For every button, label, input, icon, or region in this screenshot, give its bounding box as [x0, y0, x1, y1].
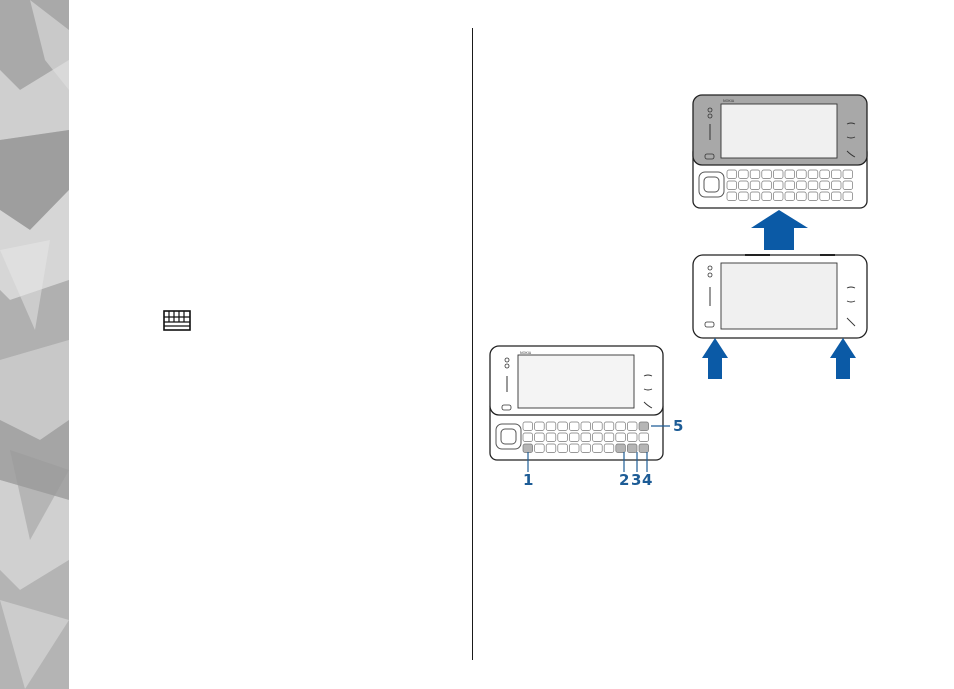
keyboard-key — [523, 444, 533, 453]
keyboard-key — [546, 444, 556, 453]
push-arrow-left — [702, 338, 728, 379]
keyboard-key — [762, 192, 772, 201]
keyboard-key — [546, 433, 556, 442]
keyboard-key — [535, 422, 545, 431]
callout-4: 4 — [642, 471, 652, 489]
keyboard-key — [581, 444, 591, 453]
keyboard-key — [750, 170, 760, 179]
keyboard-key — [593, 444, 603, 453]
brand-logo: NOKIA — [723, 99, 735, 103]
keyboard-key — [546, 422, 556, 431]
keyboard-key — [727, 181, 737, 190]
keyboard-key — [785, 181, 795, 190]
keyboard-key — [843, 170, 853, 179]
keyboard-key — [750, 181, 760, 190]
keyboard-key — [604, 444, 614, 453]
keyboard-key — [558, 444, 568, 453]
keyboard-key — [616, 433, 626, 442]
keyboard-key — [773, 170, 783, 179]
keyboard-key — [762, 170, 772, 179]
keyboard-key — [831, 192, 841, 201]
keyboard-key — [581, 433, 591, 442]
device-open: NOKIA — [693, 95, 867, 208]
keyboard-key — [808, 181, 818, 190]
keyboard-key — [831, 181, 841, 190]
keyboard-key — [843, 192, 853, 201]
keyboard-key — [604, 422, 614, 431]
keyboard-keys — [727, 170, 853, 201]
keyboard-key — [558, 433, 568, 442]
keyboard-key — [593, 422, 603, 431]
keyboard-key — [569, 422, 579, 431]
keyboard-key — [535, 433, 545, 442]
keyboard-key — [785, 170, 795, 179]
keyboard-key — [785, 192, 795, 201]
keyboard-key — [739, 192, 749, 201]
keyboard-key — [797, 181, 807, 190]
device-keyboard-callouts: NOKIA 1 2 3 4 5 — [490, 346, 683, 489]
keyboard-key — [739, 181, 749, 190]
keyboard-key — [581, 422, 591, 431]
keyboard-key — [639, 422, 649, 431]
keyboard-key — [773, 181, 783, 190]
keyboard-key — [627, 444, 637, 453]
keyboard-key — [727, 192, 737, 201]
brand-logo-small: NOKIA — [520, 351, 532, 355]
push-arrow-right — [830, 338, 856, 379]
keyboard-key — [523, 433, 533, 442]
keyboard-key — [569, 444, 579, 453]
keyboard-key — [627, 433, 637, 442]
keyboard-key — [797, 170, 807, 179]
keyboard-key — [593, 433, 603, 442]
keyboard-key — [750, 192, 760, 201]
keyboard-key — [535, 444, 545, 453]
keyboard-key — [773, 192, 783, 201]
keyboard-key — [739, 170, 749, 179]
keyboard-key — [616, 422, 626, 431]
keyboard-key — [627, 422, 637, 431]
keyboard-key — [762, 181, 772, 190]
keyboard-key — [797, 192, 807, 201]
callout-5: 5 — [673, 417, 683, 435]
keyboard-key — [820, 192, 830, 201]
callout-1: 1 — [523, 471, 533, 489]
keyboard-key — [523, 422, 533, 431]
keyboard-key — [639, 444, 649, 453]
keyboard-key — [569, 433, 579, 442]
keyboard-key — [727, 170, 737, 179]
keyboard-key — [820, 170, 830, 179]
device-closed — [693, 255, 867, 338]
keyboard-key — [558, 422, 568, 431]
keyboard-key — [820, 181, 830, 190]
keyboard-key — [831, 170, 841, 179]
keyboard-key — [604, 433, 614, 442]
callout-2: 2 — [619, 471, 629, 489]
keyboard-key — [808, 170, 818, 179]
slide-up-arrow — [751, 210, 808, 250]
keyboard-key — [808, 192, 818, 201]
callout-3: 3 — [631, 471, 641, 489]
keyboard-key — [639, 433, 649, 442]
keyboard-key — [843, 181, 853, 190]
keyboard-key — [616, 444, 626, 453]
